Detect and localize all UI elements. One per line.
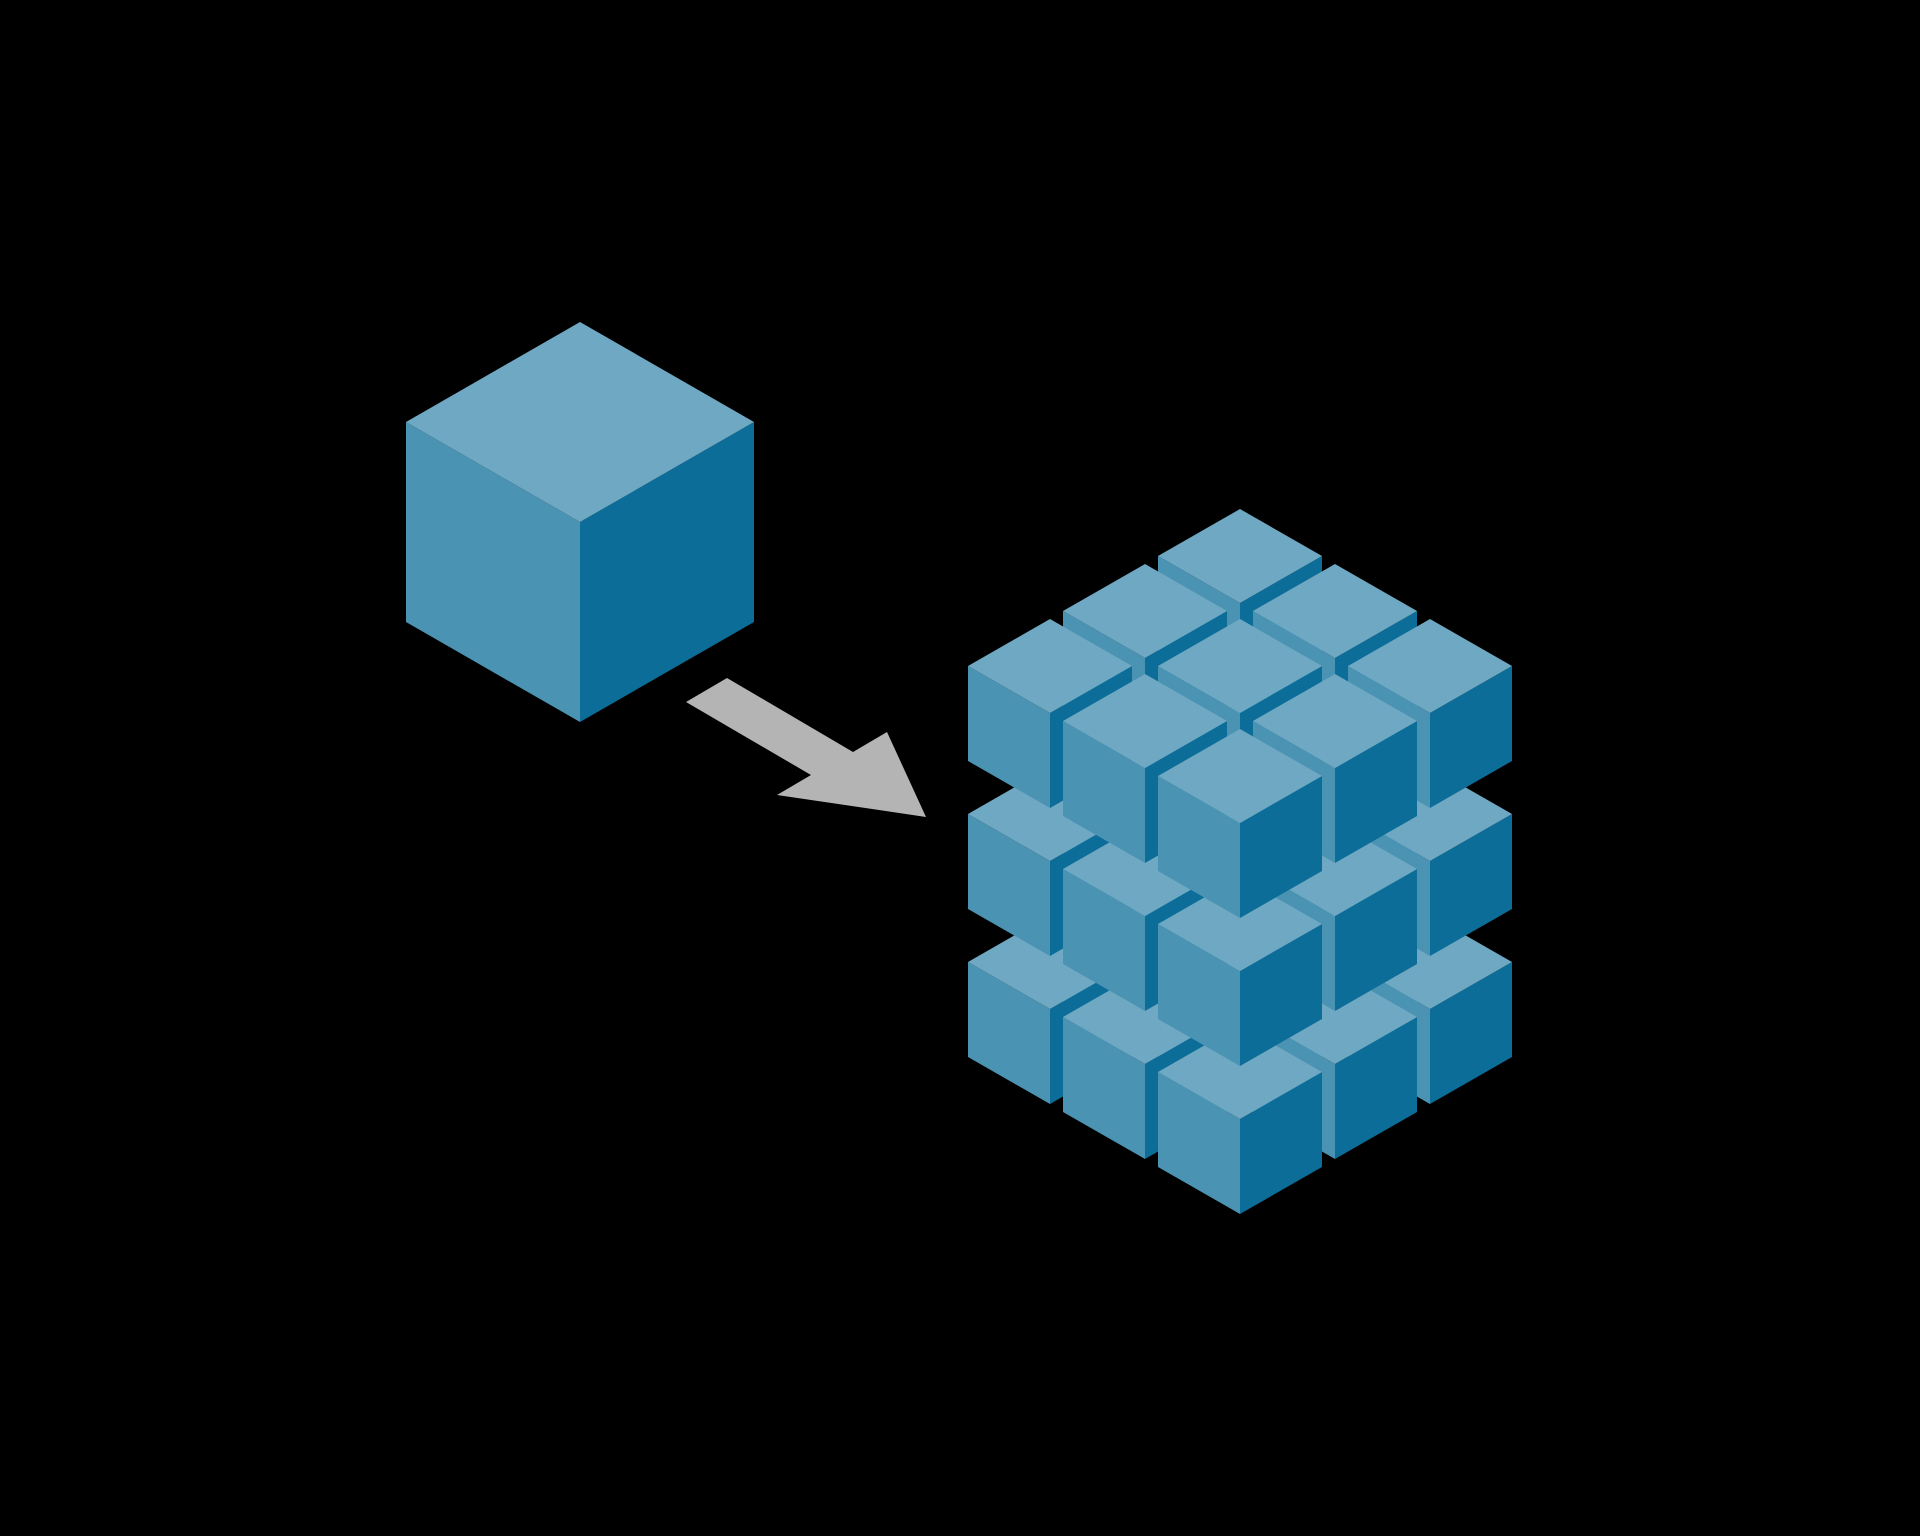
cube-top-face xyxy=(1253,564,1417,658)
cube-top-face xyxy=(406,322,754,522)
cube-top-face xyxy=(1158,729,1322,823)
source-cube xyxy=(406,322,754,722)
cube-left-face xyxy=(968,962,1050,1104)
cube-left-face xyxy=(1063,869,1145,1011)
cube-left-face xyxy=(1063,721,1145,863)
cube-top-face xyxy=(1158,509,1322,603)
cube-top-face xyxy=(1063,564,1227,658)
cube-left-face xyxy=(1158,1072,1240,1214)
cube-right-face xyxy=(1240,1072,1322,1214)
cube-right-face xyxy=(1240,924,1322,1066)
cube-right-face xyxy=(1335,721,1417,863)
cube-right-face xyxy=(1335,869,1417,1011)
cube-top-face xyxy=(1253,674,1417,768)
cube-top-face xyxy=(968,619,1132,713)
single-cube xyxy=(406,322,754,722)
cube-top-face xyxy=(1158,877,1322,971)
cube-grid xyxy=(968,509,1512,1214)
transform-arrow xyxy=(686,678,926,817)
cube-right-face xyxy=(1430,962,1512,1104)
cube-left-face xyxy=(1158,924,1240,1066)
cube-right-face xyxy=(1240,776,1322,918)
cube-right-face xyxy=(1335,1017,1417,1159)
cube-top-face xyxy=(1158,1025,1322,1119)
cube-left-face xyxy=(968,666,1050,808)
grid-cube xyxy=(1158,877,1322,1066)
cube-top-face xyxy=(1348,619,1512,713)
cube-left-face xyxy=(1158,776,1240,918)
cube-left-face xyxy=(968,814,1050,956)
cube-top-face xyxy=(1158,619,1322,713)
cube-left-face xyxy=(1063,1017,1145,1159)
cube-top-face xyxy=(1063,674,1227,768)
grid-cube xyxy=(1158,729,1322,918)
cube-right-face xyxy=(1430,666,1512,808)
grid-cube xyxy=(1158,1025,1322,1214)
cube-right-face xyxy=(1430,814,1512,956)
